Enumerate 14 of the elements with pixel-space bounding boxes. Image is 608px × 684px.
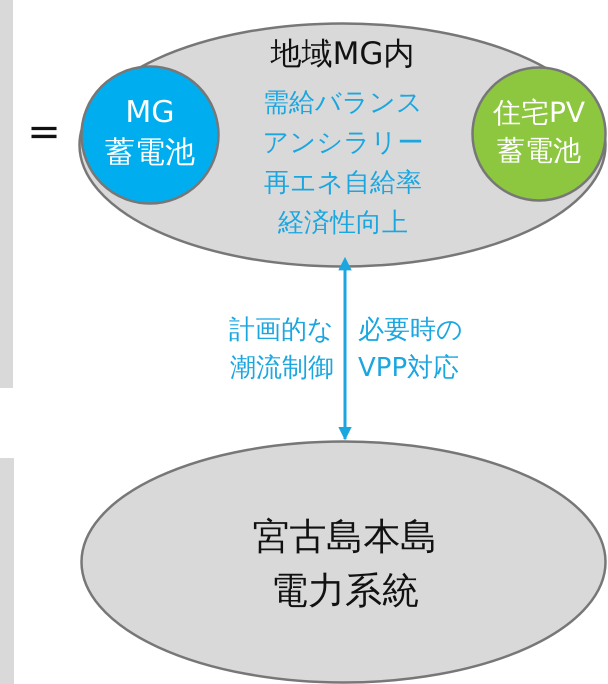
node-text: 需給バランス	[262, 88, 424, 120]
node-text: 蓄電池	[496, 134, 582, 168]
double-arrow	[338, 256, 352, 440]
node-text: アンシラリー	[262, 128, 424, 160]
node-title: 住宅PV	[492, 96, 586, 130]
flow-label: 必要時のVPP対応	[358, 314, 464, 385]
node-text: 蓄電池	[104, 135, 196, 171]
equals-sign: =	[26, 112, 62, 152]
node-title: 地域MG内	[270, 36, 416, 74]
node-title: MG	[124, 95, 176, 131]
node-text: 宮古島本島電力系統	[252, 514, 438, 614]
node-text: 経済性向上	[277, 208, 409, 240]
flow-label: 計画的な潮流制御	[228, 314, 334, 385]
node-text: 再エネ自給率	[263, 168, 423, 200]
